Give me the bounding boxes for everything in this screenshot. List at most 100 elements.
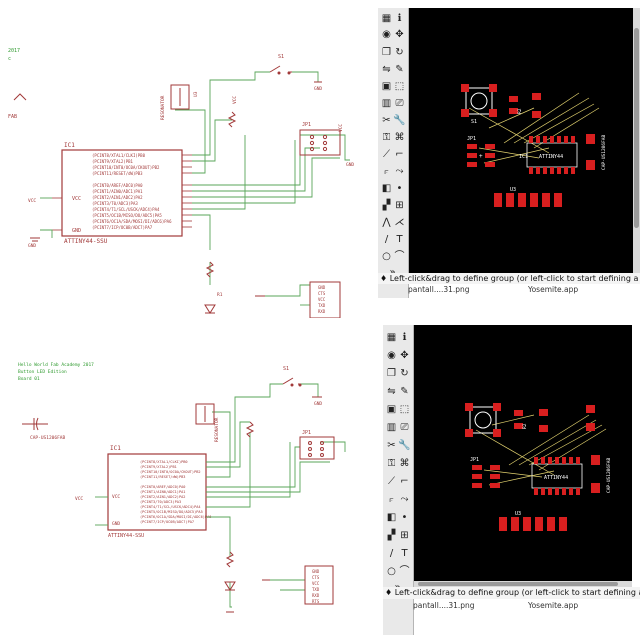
info-icon[interactable]: ℹ [397, 13, 402, 24]
lock-icon[interactable]: ⚿ [382, 132, 391, 143]
split-icon[interactable]: ⟋ [388, 476, 395, 487]
svg-text:RESONATOR: RESONATOR [214, 417, 220, 442]
text-icon[interactable]: T [401, 548, 408, 559]
drc-icon[interactable]: ⊞ [395, 200, 404, 211]
group-icon[interactable]: ⬚ [394, 81, 405, 92]
ripup-icon[interactable]: ⤳ [395, 166, 404, 177]
dock-item-screenshot-bottom[interactable]: pantall....31.png [413, 601, 475, 610]
add-icon[interactable]: ▥ [386, 422, 397, 433]
route-icon[interactable]: ⟔ [384, 166, 389, 177]
board-canvas-top[interactable]: S1 R2 JP1 + ATTINY44 IC1 [409, 8, 633, 273]
layer-icon[interactable]: ▦ [381, 13, 392, 24]
polygon-icon[interactable]: • [401, 512, 408, 523]
svg-text:R2: R2 [517, 108, 523, 114]
svg-text:(PCINT10/INT0/OC0A/CKOUT)PB2: (PCINT10/INT0/OC0A/CKOUT)PB2 [92, 165, 160, 170]
optimize-icon[interactable]: ⌐ [395, 149, 404, 160]
eye-icon[interactable]: ◉ [382, 29, 391, 40]
replace-icon[interactable]: ⎚ [395, 98, 404, 109]
svg-text:VCC: VCC [75, 496, 83, 502]
info-icon[interactable]: ℹ [402, 332, 407, 343]
polygon-icon[interactable]: • [396, 183, 403, 194]
wire-icon[interactable]: / [389, 548, 394, 559]
status-bar-top: ♦ Left-click&drag to define group (or le… [378, 273, 640, 284]
smash-icon[interactable]: ⌘ [399, 458, 410, 469]
dock-item-screenshot-top[interactable]: pantall....31.png [408, 285, 470, 294]
delete-icon[interactable]: ▣ [386, 404, 397, 415]
replace-icon[interactable]: ⎚ [400, 422, 409, 433]
edit-icon[interactable]: ✎ [395, 64, 404, 75]
signal-icon[interactable]: ▞ [387, 530, 396, 541]
ripup-icon[interactable]: ⤳ [400, 494, 409, 505]
dock-item-app-bottom[interactable]: Yosemite.app [528, 601, 579, 610]
wrench-icon[interactable]: 🔧 [398, 440, 411, 451]
split-icon[interactable]: ⟋ [383, 149, 390, 160]
layer-icon[interactable]: ▦ [386, 332, 397, 343]
svg-text:GND: GND [314, 401, 322, 407]
schematic-comment-line-3: Board 01 [18, 376, 40, 382]
switch-name: S1 [278, 54, 284, 60]
more-icon[interactable]: » [386, 266, 399, 279]
svg-text:VCC: VCC [112, 494, 120, 500]
svg-text:(PCINT8/XTAL1/CLKI)PB0: (PCINT8/XTAL1/CLKI)PB0 [92, 153, 146, 158]
svg-text:(PCINT6/OC1A/SDA/MOSI/DI/ADC6): (PCINT6/OC1A/SDA/MOSI/DI/ADC6)PA6 [92, 219, 172, 224]
wire-icon[interactable]: / [384, 234, 389, 245]
svg-text:FAB: FAB [8, 114, 17, 120]
schematic-bottom[interactable]: Hello World Fab Academy 2017 Button LED … [0, 322, 375, 640]
via-icon[interactable]: ◧ [386, 512, 397, 523]
smash-icon[interactable]: ⌘ [394, 132, 405, 143]
copy-icon[interactable]: ❐ [387, 368, 396, 379]
horizontal-scrollbar-bottom[interactable] [414, 581, 632, 587]
svg-text:CTS: CTS [318, 291, 326, 296]
svg-text:(PCINT1/AIN0/ADC1)PA1: (PCINT1/AIN0/ADC1)PA1 [92, 189, 143, 194]
circle-icon[interactable]: ○ [387, 566, 396, 577]
vertical-scroll-thumb-top[interactable] [634, 28, 639, 228]
delete-icon[interactable]: ▣ [381, 81, 392, 92]
eye-icon[interactable]: ◉ [387, 350, 396, 361]
svg-text:(PCINT1/AIN0/ADC1)PA1: (PCINT1/AIN0/ADC1)PA1 [140, 490, 185, 494]
board-canvas-bottom[interactable]: R2 JP1 ATTINY44 CAP-US1206FAB U3 [414, 325, 632, 587]
svg-text:ATTINY44-SSU: ATTINY44-SSU [108, 533, 144, 539]
arc-icon[interactable]: ⌒ [394, 251, 405, 262]
rotate-icon[interactable]: ↻ [400, 368, 409, 379]
svg-text:U3: U3 [515, 511, 521, 517]
cut-icon[interactable]: ✂ [387, 440, 396, 451]
move-icon[interactable]: ✥ [395, 29, 404, 40]
svg-text:ATTINY44: ATTINY44 [544, 475, 568, 481]
svg-text:RXD: RXD [318, 309, 326, 314]
drc-icon[interactable]: ⊞ [400, 530, 409, 541]
group-icon[interactable]: ⬚ [399, 404, 410, 415]
move-icon[interactable]: ✥ [400, 350, 409, 361]
mirror-icon[interactable]: ⇋ [387, 386, 396, 397]
wrench-icon[interactable]: 🔧 [393, 115, 406, 126]
svg-text:c: c [8, 56, 11, 62]
circle-icon[interactable]: ○ [382, 251, 391, 262]
auto-icon[interactable]: ⋌ [394, 217, 405, 228]
jp1-name: JP1 [302, 122, 311, 128]
svg-text:(PCINT4/T1/SCL/USCK/ADC4)PA4: (PCINT4/T1/SCL/USCK/ADC4)PA4 [140, 505, 201, 509]
vertical-scrollbar-top[interactable] [633, 8, 640, 273]
tool-palette-bottom: ▦ ℹ ◉ ✥ ❐ ↻ ⇋ ✎ ▣ ⬚ ▥ ⎚ ✂ 🔧 ⚿ ⌘ ⟋ ⌐ ⟔ ⤳ … [383, 325, 414, 635]
route-icon[interactable]: ⟔ [389, 494, 394, 505]
horizontal-scroll-thumb-bottom[interactable] [418, 582, 618, 586]
board-drawing-bottom: R2 JP1 ATTINY44 CAP-US1206FAB U3 [465, 403, 612, 531]
board-editor-top: ▦ ℹ ◉ ✥ ❐ ↻ ⇋ ✎ ▣ ⬚ ▥ ⎚ ✂ 🔧 ⚿ ⌘ ⟋ ⌐ ⟔ ⤳ … [378, 8, 640, 298]
resistor-name: R1 [217, 292, 223, 298]
optimize-icon[interactable]: ⌐ [400, 476, 409, 487]
svg-text:(PCINT5/OC1B/MISO/DO/ADC5)PA5: (PCINT5/OC1B/MISO/DO/ADC5)PA5 [140, 510, 203, 514]
schematic-top[interactable]: 2017 c FAB IC1 ATTINY44-SSU VCC GND (PCI… [0, 0, 375, 318]
cut-icon[interactable]: ✂ [382, 115, 391, 126]
add-icon[interactable]: ▥ [381, 98, 392, 109]
rotate-icon[interactable]: ↻ [395, 47, 404, 58]
arc-icon[interactable]: ⌒ [399, 566, 410, 577]
lock-icon[interactable]: ⚿ [387, 458, 396, 469]
edit-icon[interactable]: ✎ [400, 386, 409, 397]
ratsnest-icon[interactable]: ⋀ [382, 217, 391, 228]
signal-icon[interactable]: ▞ [382, 200, 391, 211]
copy-icon[interactable]: ❐ [382, 47, 391, 58]
schematic-comment-line-2: Button LED Edition [18, 369, 67, 375]
text-icon[interactable]: T [396, 234, 403, 245]
dock-item-app-top[interactable]: Yosemite.app [528, 285, 579, 294]
svg-text:R2: R2 [522, 423, 528, 429]
via-icon[interactable]: ◧ [381, 183, 392, 194]
mirror-icon[interactable]: ⇋ [382, 64, 391, 75]
